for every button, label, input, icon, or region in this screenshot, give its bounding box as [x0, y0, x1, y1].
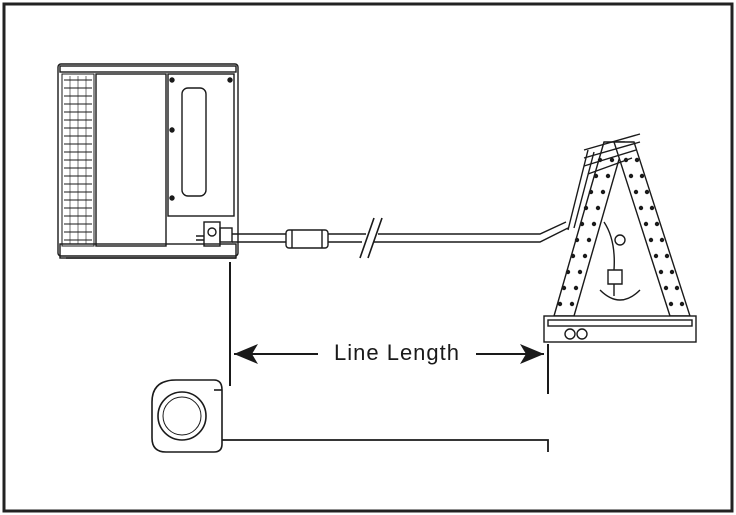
filter-drier	[285, 229, 329, 249]
line-length-label: Line Length	[322, 340, 472, 366]
tape-measure-reel	[157, 391, 207, 441]
arrowhead-right	[520, 344, 544, 364]
refrigerant-line-set	[232, 217, 569, 259]
service-panel	[167, 73, 235, 217]
expansion-valve	[599, 221, 641, 301]
line-break-marks	[359, 217, 383, 259]
outdoor-condenser-unit	[57, 63, 239, 259]
service-valves	[196, 221, 233, 247]
coil-header-tubes	[567, 133, 641, 231]
tape-measure-case	[151, 379, 223, 453]
drain-fittings	[564, 328, 588, 340]
indoor-a-coil	[543, 133, 697, 343]
condenser-coil-grille	[61, 73, 95, 247]
tape-measure	[151, 379, 549, 453]
coil-perforations	[557, 157, 685, 307]
condenser-front-panel	[95, 73, 167, 247]
line-length-dimension	[229, 262, 549, 394]
arrowhead-left	[234, 344, 258, 364]
tape-blade	[222, 439, 549, 452]
